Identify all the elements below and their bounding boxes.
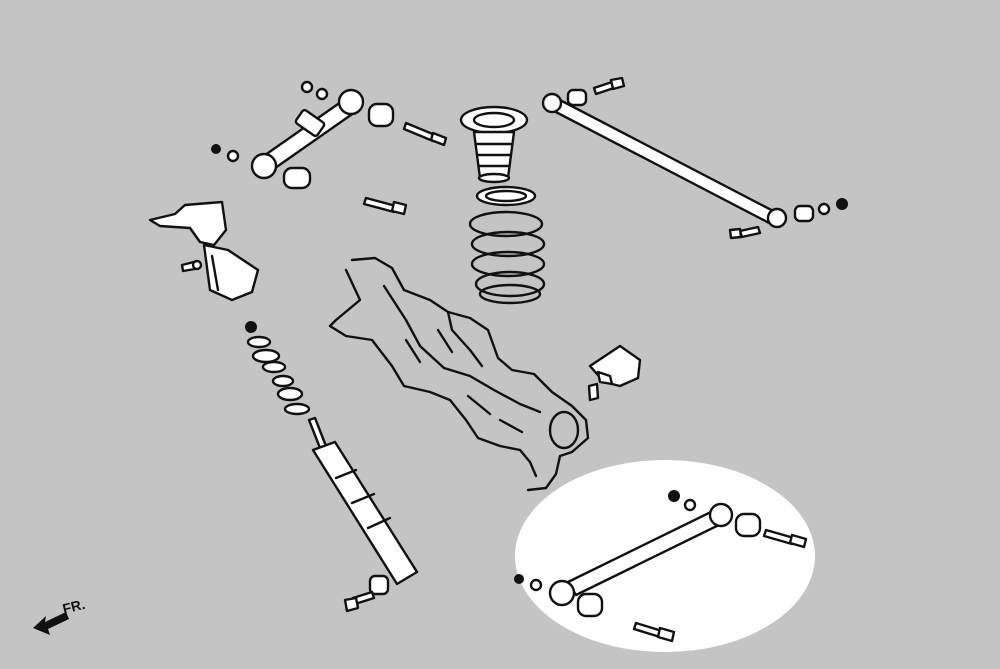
shock-bracket-left [148,200,260,302]
highlight-oval [515,460,815,652]
rear-axle-housing [328,256,590,492]
bolt-middle [362,196,408,216]
front-direction-indicator: FR. [33,596,87,635]
front-direction-label: FR. [61,596,87,617]
front-arrow-icon [33,612,69,635]
shock-absorber [245,321,419,613]
lateral-control-arm-highlighted [514,490,808,643]
lateral-rod-upper-right [541,76,848,240]
bracket-right [587,344,642,402]
upper-control-arm-assembly [211,80,448,190]
coil-spring-assembly [459,105,546,305]
